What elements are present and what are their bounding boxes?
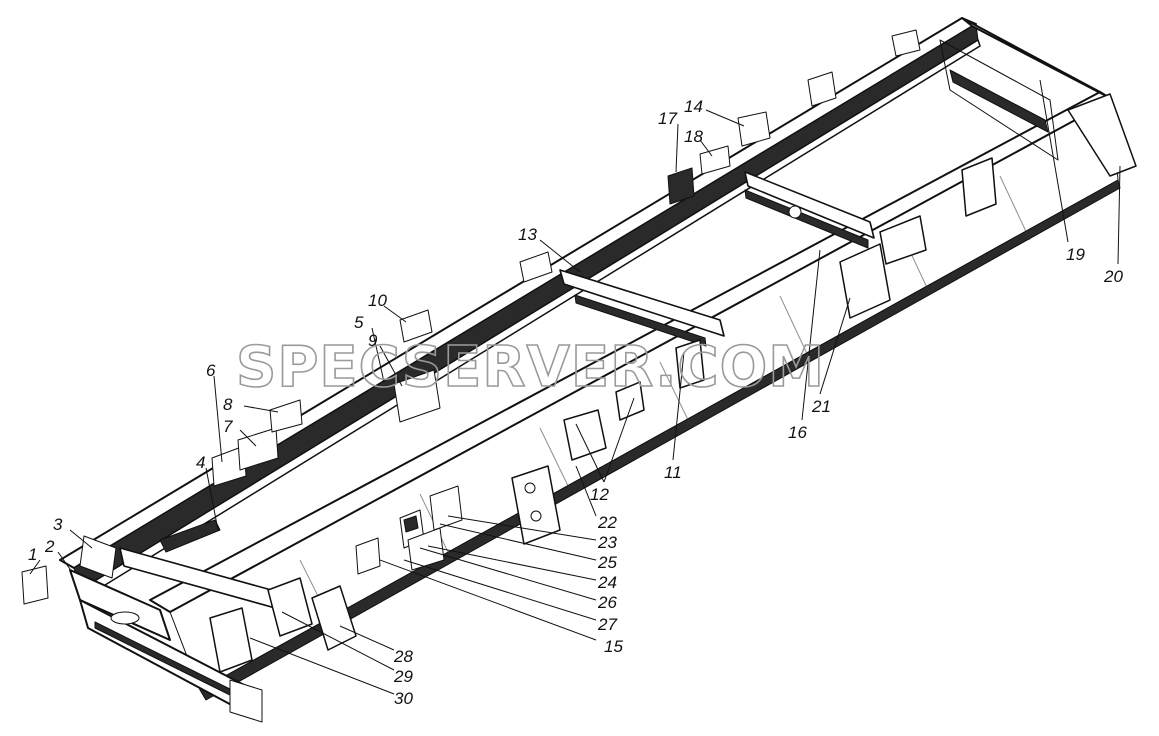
callout-19: 19	[1066, 245, 1085, 264]
rear-middle-cross-member	[744, 171, 875, 249]
leader-lines	[29, 79, 1121, 695]
callout-27: 27	[597, 615, 617, 634]
callout-20: 20	[1103, 267, 1123, 286]
callout-9: 9	[368, 331, 378, 350]
callout-22: 22	[597, 513, 617, 532]
callout-14: 14	[684, 97, 703, 116]
callout-16: 16	[788, 423, 807, 442]
callout-13: 13	[518, 225, 537, 244]
brake-fittings	[355, 485, 463, 575]
callout-30: 30	[394, 689, 413, 708]
callout-28: 28	[393, 647, 413, 666]
callout-25: 25	[597, 553, 617, 572]
callout-7: 7	[223, 417, 233, 436]
callout-5: 5	[354, 313, 364, 332]
callout-10: 10	[368, 291, 387, 310]
callout-15: 15	[604, 637, 623, 656]
callout-6: 6	[206, 361, 216, 380]
spring-brackets	[209, 93, 1137, 673]
callout-8: 8	[223, 395, 233, 414]
callout-24: 24	[597, 573, 617, 592]
callout-2: 2	[44, 537, 55, 556]
callout-4: 4	[196, 453, 205, 472]
callout-1: 1	[28, 545, 37, 564]
callout-26: 26	[597, 593, 617, 612]
callout-12: 12	[590, 485, 609, 504]
callout-17: 17	[658, 109, 677, 128]
callout-11: 11	[664, 463, 682, 482]
callout-labels: 1 2 3 4 5 6 7 8 9 10 11 12 13 14 15 16 1…	[28, 97, 1123, 708]
callout-23: 23	[597, 533, 617, 552]
callout-3: 3	[53, 515, 63, 534]
callout-29: 29	[393, 667, 413, 686]
middle-cross-member	[559, 269, 725, 347]
watermark: SPECSERVER.COM	[236, 335, 825, 400]
callout-21: 21	[811, 397, 831, 416]
callout-18: 18	[684, 127, 703, 146]
front-bumper	[21, 565, 263, 723]
